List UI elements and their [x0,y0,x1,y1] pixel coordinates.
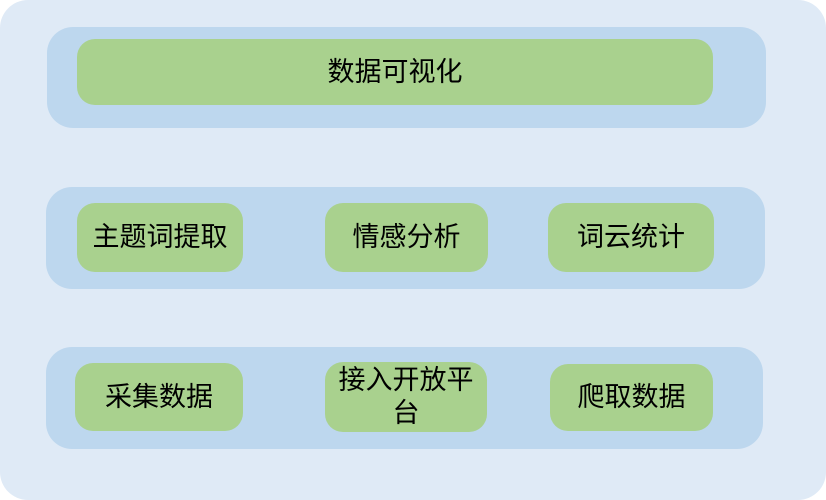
node-label: 接入开放平台 [338,365,474,428]
node-label: 词云统计 [577,222,685,252]
node-label: 爬取数据 [577,382,686,412]
node-label: 采集数据 [105,381,213,412]
node-topic-word-extraction: 主题词提取 [77,203,243,272]
node-word-cloud-statistics: 词云统计 [548,203,714,272]
node-collect-data: 采集数据 [75,363,243,431]
node-label: 主题词提取 [92,222,228,252]
layer-analysis: 主题词提取 情感分析 词云统计 [46,187,765,289]
node-sentiment-analysis: 情感分析 [325,203,488,272]
node-label: 数据可视化 [327,56,463,87]
node-open-platform-access: 接入开放平台 [325,362,487,432]
node-label: 情感分析 [352,222,461,252]
layer-visualization: 数据可视化 [47,27,766,128]
node-crawl-data: 爬取数据 [550,364,713,431]
node-data-visualization: 数据可视化 [77,39,713,105]
layer-data-collection: 采集数据 接入开放平台 爬取数据 [46,347,763,449]
